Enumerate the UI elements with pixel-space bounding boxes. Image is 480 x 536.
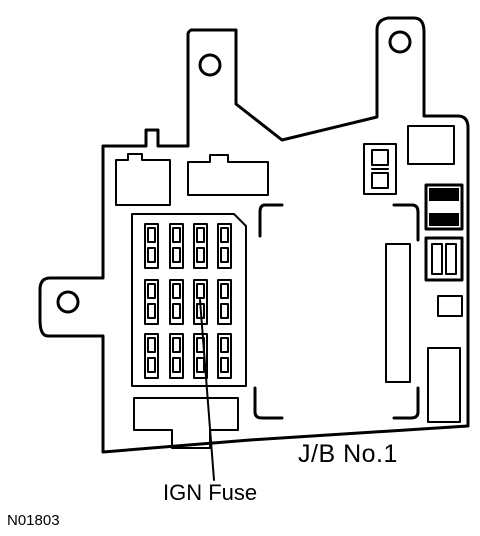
relay-block-b [407, 125, 455, 165]
connector-top-left [115, 153, 171, 206]
fuse-grid [144, 223, 232, 379]
junction-block-label: J/B No.1 [298, 440, 398, 468]
blade-fuse-r3-c1 [144, 333, 159, 379]
maxi-fuse-upper-band-2 [429, 213, 459, 226]
mounting-hole-top-right [388, 30, 412, 54]
figure-id: N01803 [7, 512, 60, 529]
connector-top-center [187, 154, 269, 196]
mounting-hole-left [56, 290, 80, 314]
maxi-fuse-lower [424, 236, 464, 282]
blade-fuse-r2-c2 [169, 279, 184, 325]
blade-fuse-r3-c4 [217, 333, 232, 379]
junction-block-housing [38, 16, 470, 454]
maxi-fuse-lower-slot-1 [431, 243, 443, 275]
relay-block-a [363, 143, 397, 195]
ign-fuse-leader-line [199, 299, 215, 481]
connector-lower-right [427, 347, 461, 423]
connector-bottom [133, 397, 239, 449]
relay-block-a-slot-2 [371, 172, 389, 189]
maxi-fuse-upper [424, 183, 464, 231]
maxi-fuse-lower-slot-2 [445, 243, 457, 275]
bracket-bottom-center [253, 386, 284, 420]
bracket-top-center [258, 203, 284, 238]
bracket-bottom-right [392, 386, 420, 420]
blade-fuse-r1-c1 [144, 223, 159, 269]
fuse-panel [131, 213, 247, 387]
small-fuse-block [437, 295, 463, 317]
blade-fuse-r1-c4 [217, 223, 232, 269]
vertical-connector-slot [385, 243, 411, 383]
blade-fuse-r2-c4 [217, 279, 232, 325]
blade-fuse-r1-c3 [193, 223, 208, 269]
blade-fuse-r3-c2 [169, 333, 184, 379]
ign-fuse-label: IGN Fuse [163, 480, 258, 505]
blade-fuse-r1-c2 [169, 223, 184, 269]
relay-block-a-slot-1 [371, 149, 389, 166]
blade-fuse-r2-c1 [144, 279, 159, 325]
maxi-fuse-upper-band-1 [429, 188, 459, 201]
mounting-hole-top-left [198, 53, 222, 77]
bracket-top-right [392, 203, 420, 242]
